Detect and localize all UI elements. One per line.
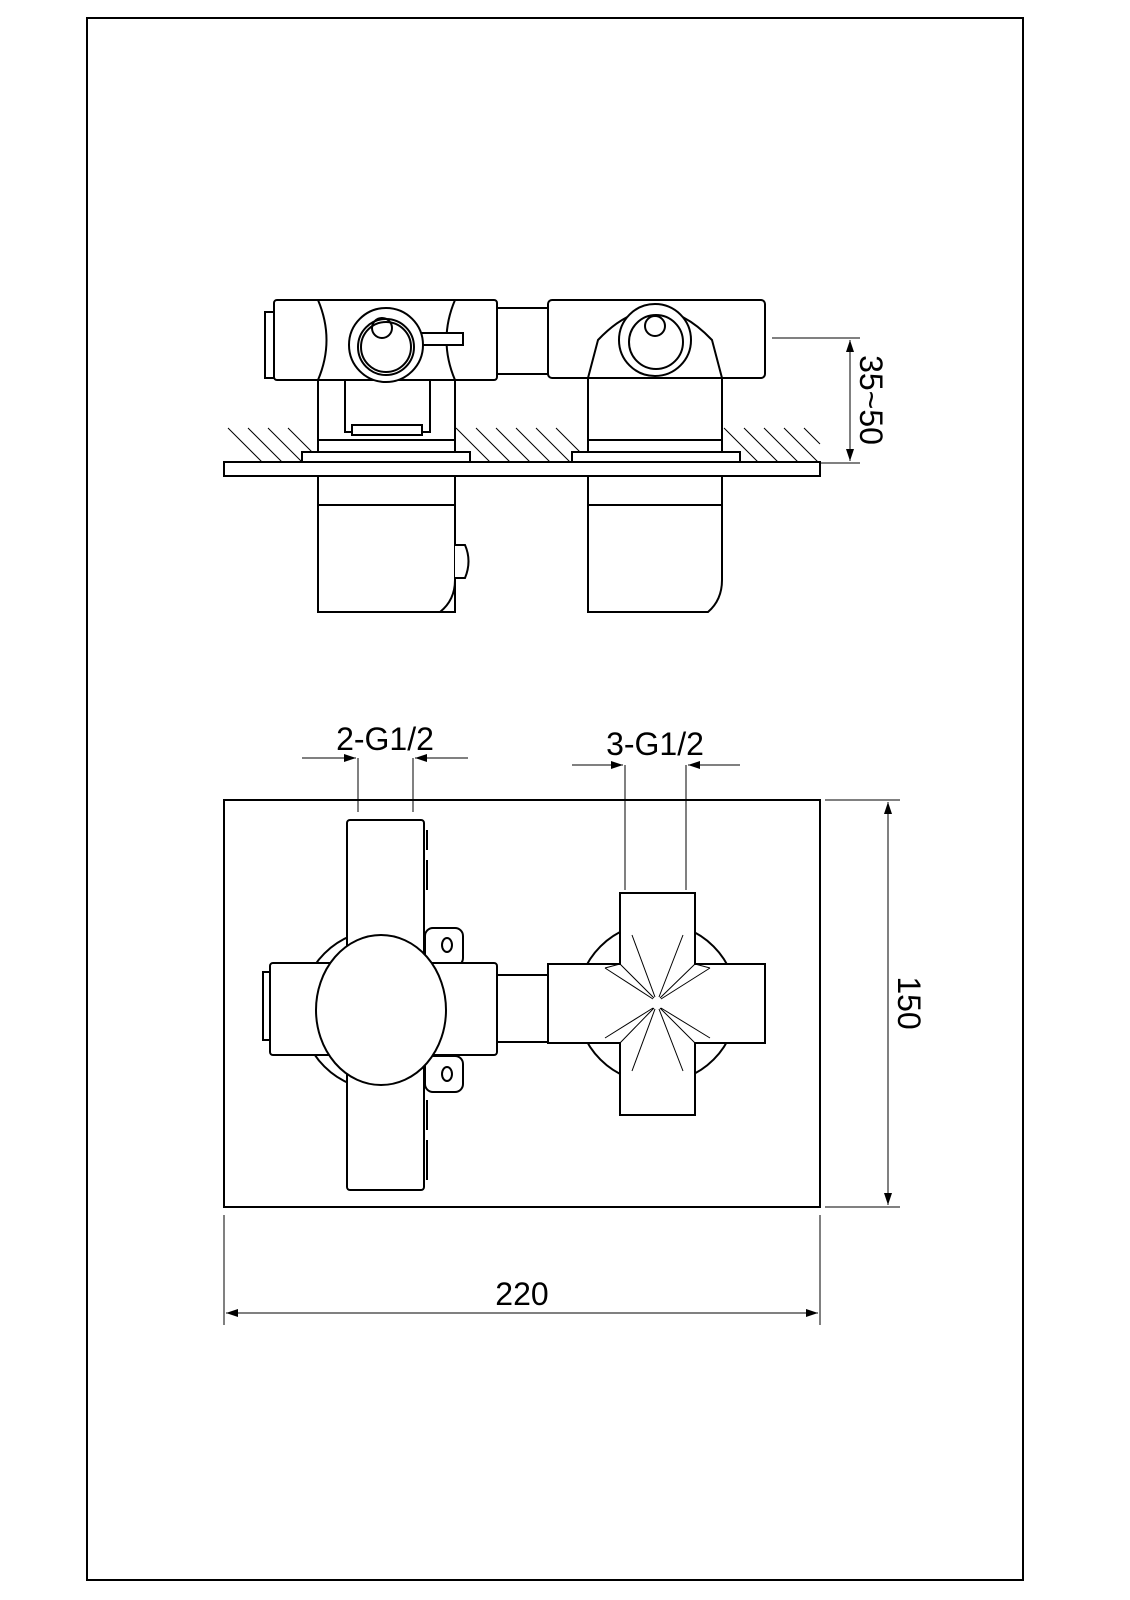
width-dimension-label: 220 (495, 1276, 548, 1312)
inlet-dimension-label: 2-G1/2 (336, 721, 434, 757)
left-knob (455, 544, 470, 579)
mounting-plate (223, 461, 821, 477)
width-dimension: 220 (223, 1215, 821, 1325)
left-valve-cartridge (315, 934, 447, 1086)
drawing-frame (86, 17, 1024, 1581)
outlet-dimension: 3-G1/2 (572, 726, 740, 890)
inlet-dimension: 2-G1/2 (302, 721, 468, 812)
cover-plate (223, 799, 821, 1208)
outlet-dimension-label: 3-G1/2 (606, 726, 704, 762)
depth-dimension: 35~50 (772, 337, 889, 464)
wall-hatching (227, 427, 821, 463)
height-dimension-label: 150 (891, 976, 927, 1029)
height-dimension: 150 (825, 799, 927, 1208)
depth-dimension-label: 35~50 (853, 355, 889, 445)
diverter-body (547, 892, 766, 1116)
connector-pipe (496, 307, 549, 375)
front-view: 2-G1/2 3-G1/2 150 220 (223, 721, 927, 1325)
side-view: 35~50 (223, 299, 889, 613)
